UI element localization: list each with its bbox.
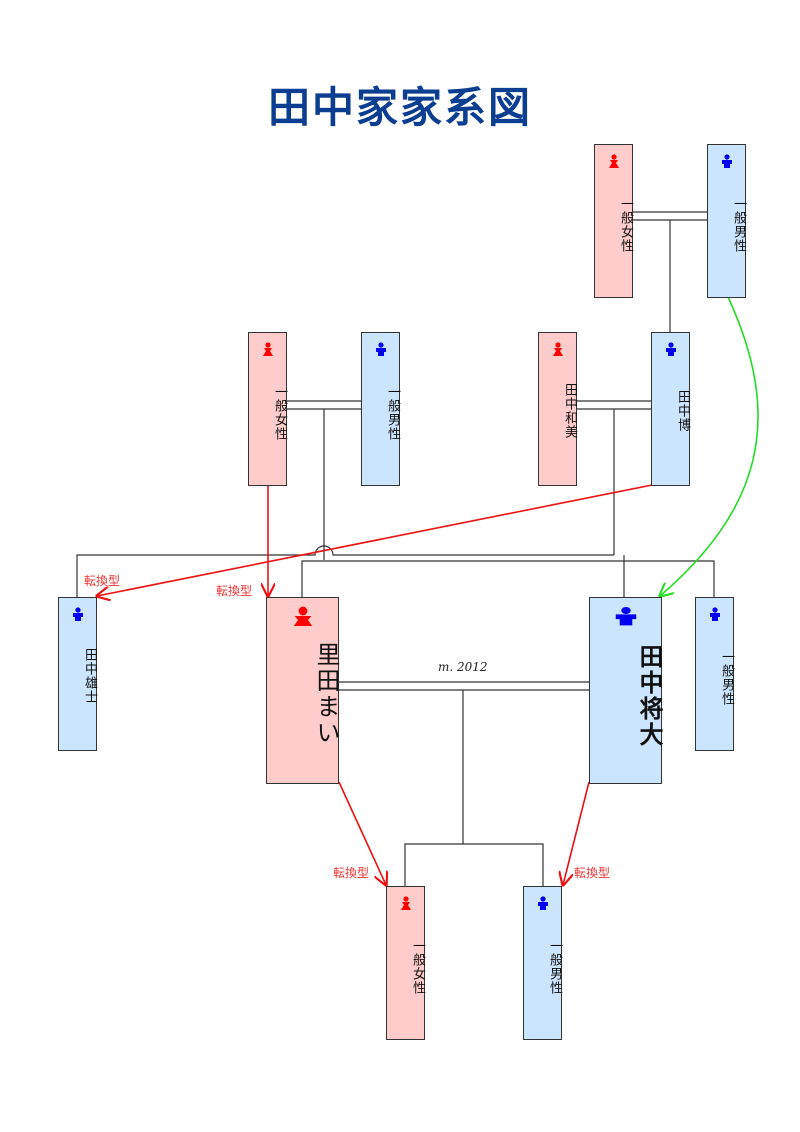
person-name: 一般男性 [385, 385, 400, 441]
person-gg-male[interactable]: 一般男性 [707, 144, 746, 298]
person-name: 里田まい [312, 642, 340, 746]
male-icon [524, 895, 561, 914]
person-child-female[interactable]: 一般女性 [386, 886, 425, 1040]
male-icon [652, 341, 689, 360]
female-icon [539, 341, 576, 360]
male-icon [708, 153, 745, 172]
conversion-arrow-child-female [338, 781, 386, 885]
conversion-arrow-yuji [97, 484, 653, 596]
male-icon [362, 341, 399, 360]
arrow-label-yuji: 転換型 [84, 574, 121, 588]
adoption-arrow [660, 296, 759, 596]
arrow-label-child-female: 転換型 [333, 866, 370, 880]
person-name: 一般女性 [618, 197, 633, 253]
conversion-arrow-child-male [563, 781, 590, 885]
person-mai[interactable]: 里田まい [266, 597, 340, 784]
page-title: 田中家家系図 [267, 83, 532, 132]
male-icon [696, 606, 733, 625]
person-grandmother-left[interactable]: 一般女性 [248, 332, 287, 486]
person-name: 一般男性 [719, 650, 734, 706]
female-icon [595, 153, 632, 172]
person-name: 一般男性 [731, 197, 746, 253]
female-icon [387, 895, 424, 914]
sibling-bar-right [301, 560, 715, 598]
person-name: 田中博 [675, 390, 690, 432]
person-sibling-male[interactable]: 一般男性 [695, 597, 734, 751]
person-name: 田中和美 [562, 383, 577, 439]
person-yuji[interactable]: 田中雄士 [58, 597, 97, 751]
person-grandfather-left[interactable]: 一般男性 [361, 332, 400, 486]
male-icon [59, 606, 96, 625]
sibling-bar-left [76, 545, 614, 598]
arrow-label-mai: 転換型 [216, 584, 253, 598]
female-icon [267, 606, 338, 630]
person-masahiro[interactable]: 田中将大 [589, 597, 664, 784]
children-bar [404, 843, 544, 886]
person-name: 一般女性 [272, 385, 287, 441]
marriage-year-label: m. 2012 [438, 660, 488, 674]
person-kazumi[interactable]: 田中和美 [538, 332, 577, 486]
female-icon [249, 341, 286, 360]
person-name: 田中雄士 [82, 648, 97, 704]
person-hiroshi[interactable]: 田中博 [651, 332, 690, 486]
male-icon [590, 606, 661, 630]
person-name: 一般男性 [547, 939, 562, 995]
person-name: 一般女性 [410, 939, 425, 995]
person-name: 田中将大 [635, 644, 664, 748]
person-gg-female[interactable]: 一般女性 [594, 144, 633, 298]
arrow-label-child-male: 転換型 [574, 866, 611, 880]
person-child-male[interactable]: 一般男性 [523, 886, 562, 1040]
